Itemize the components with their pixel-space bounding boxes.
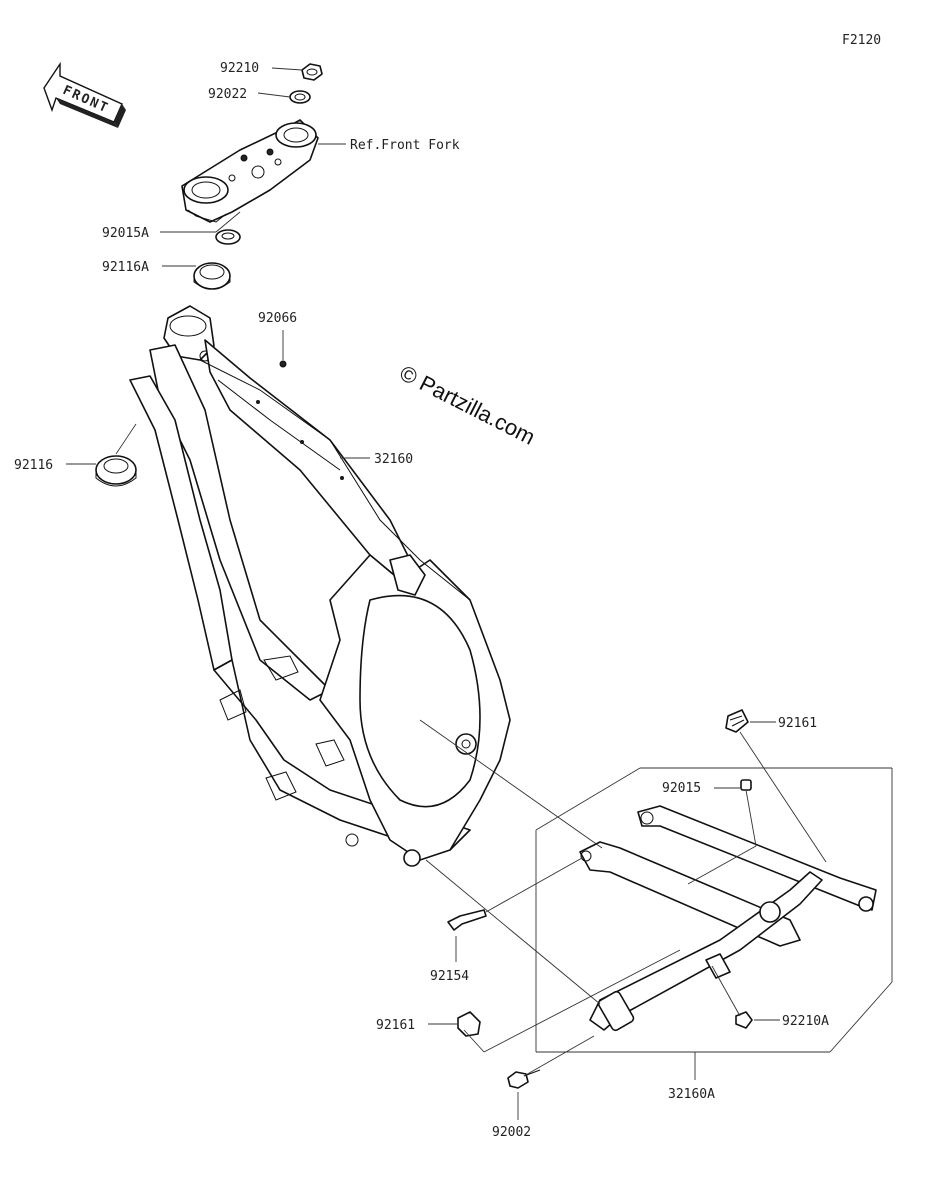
label-92161-bottom: 92161: [376, 1018, 415, 1033]
label-92066: 92066: [258, 311, 297, 326]
nut-92015A: [215, 229, 241, 245]
label-ref-front-fork: Ref.Front Fork: [350, 138, 460, 153]
label-92116A: 92116A: [102, 260, 149, 275]
bearing-92116A: [193, 262, 231, 290]
label-92002: 92002: [492, 1125, 531, 1140]
steering-stem: [181, 119, 319, 223]
front-arrow-icon: FRONT: [43, 61, 126, 128]
bolt-92002: [507, 1069, 541, 1089]
nut-92210: [301, 63, 323, 81]
diagram-code: F2120: [842, 33, 881, 48]
leader-lines: [66, 67, 893, 1120]
bolt-92066: [279, 360, 287, 368]
collar-92161-bottom: [457, 1011, 481, 1037]
label-92161-top: 92161: [778, 716, 817, 731]
nut-92210A: [735, 1011, 753, 1029]
label-92154: 92154: [430, 969, 469, 984]
washer-92022: [289, 90, 311, 104]
label-92015: 92015: [662, 781, 701, 796]
label-92210: 92210: [220, 61, 259, 76]
subframe: [579, 805, 877, 1032]
bearing-92116: [95, 455, 137, 487]
label-32160: 32160: [374, 452, 413, 467]
bolt-92015: [740, 779, 752, 791]
label-92116: 92116: [14, 458, 53, 473]
label-92022: 92022: [208, 87, 247, 102]
label-92210A: 92210A: [782, 1014, 829, 1029]
bolt-92154: [447, 909, 487, 931]
collar-92161-top: [725, 709, 749, 733]
label-92015A: 92015A: [102, 226, 149, 241]
label-32160A: 32160A: [668, 1087, 715, 1102]
watermark: © Partzilla.com: [396, 360, 539, 450]
main-frame: [129, 305, 511, 867]
